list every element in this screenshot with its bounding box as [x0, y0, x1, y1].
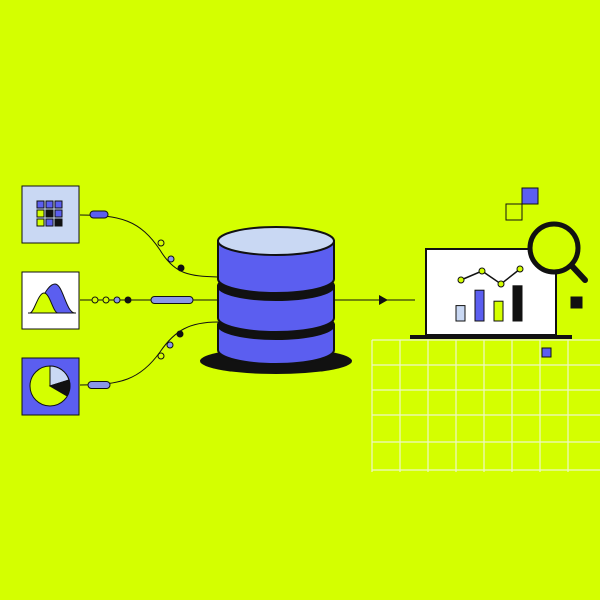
deco-square-blue-top [521, 187, 539, 205]
laptop-trend-line [457, 265, 524, 288]
laptop-bar [474, 289, 485, 322]
dot-mid-1 [91, 296, 99, 304]
pill-middle [150, 296, 194, 304]
dot-mid-3 [113, 296, 121, 304]
laptop-bar [493, 300, 504, 322]
deco-square-outline [505, 203, 523, 221]
distribution-curve-icon [28, 283, 76, 314]
deco-square-black [570, 296, 583, 309]
dot-bot-3 [176, 330, 184, 338]
laptop-bar-chart [455, 285, 523, 322]
laptop-bar [455, 305, 466, 322]
deco-square-blue-small [541, 347, 552, 358]
distribution-source-card [21, 271, 80, 330]
pill-top [89, 210, 109, 219]
decorative-squares [505, 187, 583, 358]
laptop-bar [512, 285, 523, 322]
heatmap-source-card [21, 185, 80, 244]
laptop-base [410, 335, 572, 339]
background-grid [371, 339, 600, 472]
pill-bottom [87, 381, 111, 389]
connector-top [79, 214, 219, 278]
dot-top-3 [177, 264, 185, 272]
dot-mid-4 [124, 296, 132, 304]
dot-top-1 [157, 239, 165, 247]
database-icon [200, 226, 352, 374]
pie-source-card [21, 357, 80, 416]
connector-nodes [87, 210, 194, 389]
pie-chart-icon [29, 365, 71, 407]
dot-bot-1 [157, 352, 165, 360]
grid-matrix-icon [36, 200, 63, 227]
dot-top-2 [167, 255, 175, 263]
output-arrowhead [379, 295, 388, 305]
dot-bot-2 [166, 341, 174, 349]
magnifier-icon [527, 221, 588, 283]
dot-mid-2 [102, 296, 110, 304]
